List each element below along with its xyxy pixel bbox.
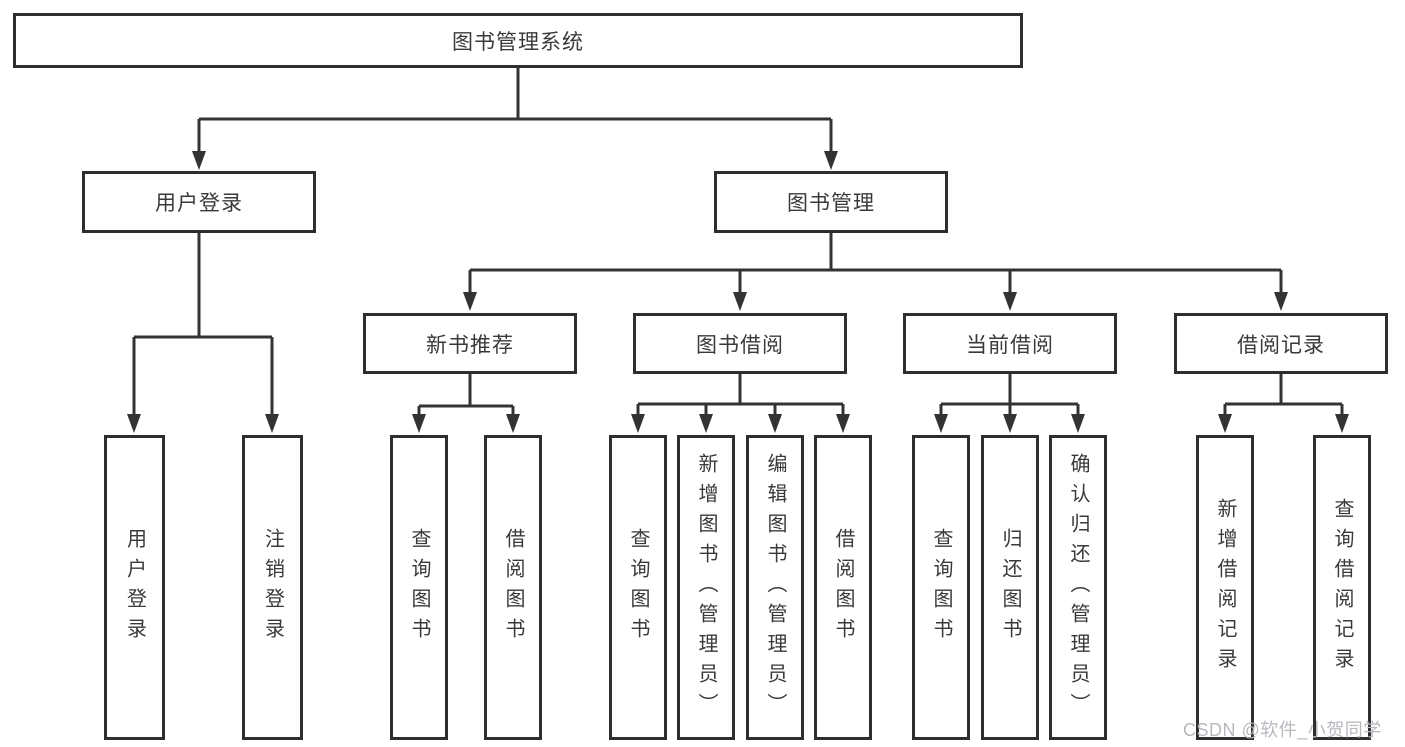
node-system-root: 图书管理系统 xyxy=(13,13,1023,68)
leaf-nbr-query-books: 查询图书 xyxy=(390,435,448,740)
leaf-logout: 注销登录 xyxy=(242,435,303,740)
watermark-text: CSDN @软件_小贺同学 xyxy=(1183,720,1382,740)
leaf-bb-borrow-books: 借阅图书 xyxy=(814,435,872,740)
leaf-cb-confirm-return-admin: 确认归还（管理员） xyxy=(1049,435,1107,740)
leaf-cb-return-books: 归还图书 xyxy=(981,435,1039,740)
leaf-bb-edit-books-admin: 编辑图书（管理员） xyxy=(746,435,804,740)
node-book-management: 图书管理 xyxy=(714,171,948,233)
leaf-cb-query-books: 查询图书 xyxy=(912,435,970,740)
node-current-borrow: 当前借阅 xyxy=(903,313,1117,374)
node-book-borrow: 图书借阅 xyxy=(633,313,847,374)
leaf-bb-query-books: 查询图书 xyxy=(609,435,667,740)
leaf-user-login: 用户登录 xyxy=(104,435,165,740)
leaf-bb-add-books-admin: 新增图书（管理员） xyxy=(677,435,735,740)
leaf-br-query-record: 查询借阅记录 xyxy=(1313,435,1371,740)
node-user-login: 用户登录 xyxy=(82,171,316,233)
leaf-nbr-borrow-books: 借阅图书 xyxy=(484,435,542,740)
node-new-book-recommend: 新书推荐 xyxy=(363,313,577,374)
node-borrow-records: 借阅记录 xyxy=(1174,313,1388,374)
leaf-br-add-record: 新增借阅记录 xyxy=(1196,435,1254,740)
